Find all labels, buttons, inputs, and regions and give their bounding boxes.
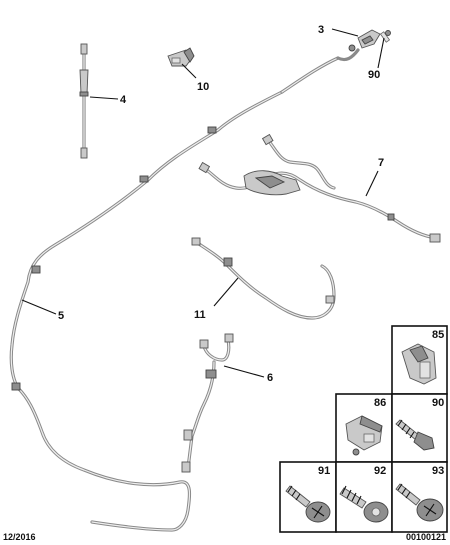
- svg-text:10: 10: [197, 81, 209, 93]
- hose-clip-icon: [31, 265, 41, 274]
- parts-cell-91[interactable]: 91: [279, 461, 337, 533]
- callout-11: 11: [194, 277, 239, 321]
- svg-text:93: 93: [432, 465, 444, 477]
- clip-icon: [401, 343, 437, 385]
- washer-nozzle-part-3[interactable]: [336, 29, 381, 62]
- connector-icon: [345, 415, 383, 456]
- parts-cell-90[interactable]: 90: [391, 393, 448, 463]
- svg-text:3: 3: [318, 24, 324, 36]
- callout-5: 5: [21, 299, 64, 322]
- svg-text:86: 86: [374, 397, 386, 409]
- parts-cell-92[interactable]: 92: [335, 461, 393, 533]
- svg-text:90: 90: [432, 397, 444, 409]
- svg-text:7: 7: [378, 157, 384, 169]
- svg-text:5: 5: [58, 310, 64, 322]
- svg-text:90: 90: [368, 69, 380, 81]
- svg-text:4: 4: [120, 94, 127, 106]
- svg-text:92: 92: [374, 465, 386, 477]
- callout-6: 6: [223, 365, 273, 384]
- screw-icon: [285, 485, 331, 523]
- parts-cell-86[interactable]: 86: [335, 393, 393, 463]
- hose-part-11[interactable]: [191, 237, 336, 320]
- self-tapping-screw-icon: [339, 485, 389, 523]
- hose-clip-icon: [207, 126, 217, 134]
- callout-10: 10: [181, 63, 209, 93]
- hose-part-7[interactable]: [198, 133, 441, 243]
- callout-3: 3: [318, 24, 359, 37]
- svg-text:85: 85: [432, 329, 444, 341]
- svg-text:91: 91: [318, 465, 330, 477]
- screw-part-90-top[interactable]: [379, 30, 391, 43]
- hose-part-4[interactable]: [79, 43, 89, 159]
- svg-text:11: 11: [194, 309, 206, 321]
- parts-table: 85 86 90: [279, 325, 448, 533]
- footer-reference: 00100121: [405, 532, 446, 542]
- connector-part-10[interactable]: [167, 47, 195, 67]
- flange-screw-icon: [395, 483, 444, 522]
- hose-clip-icon: [11, 382, 21, 391]
- footer-date: 12/2016: [3, 532, 36, 542]
- parts-cell-93[interactable]: 93: [391, 461, 448, 533]
- bolt-icon: [395, 419, 435, 451]
- hose-clip-icon: [139, 175, 149, 183]
- callout-4: 4: [89, 94, 127, 106]
- callout-7: 7: [365, 157, 384, 197]
- parts-cell-85[interactable]: 85: [391, 325, 448, 395]
- svg-text:6: 6: [267, 372, 273, 384]
- hose-part-5[interactable]: [9, 56, 340, 532]
- callout-90-top: 90: [368, 37, 385, 81]
- hose-part-6[interactable]: [181, 333, 234, 473]
